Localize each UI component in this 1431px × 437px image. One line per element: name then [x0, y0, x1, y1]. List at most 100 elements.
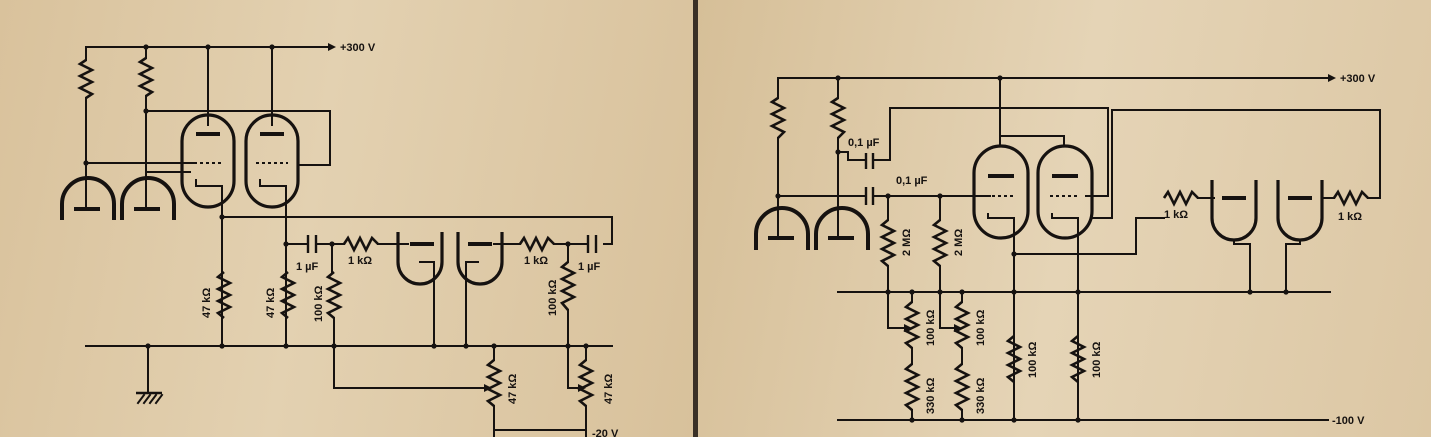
left-circuit: +300 V: [60, 42, 619, 437]
right-capacitor-2: [864, 187, 875, 205]
left-supply-arrow-icon: [328, 43, 336, 51]
left-wire: [221, 216, 613, 245]
right-anode-resistor-2: [829, 96, 847, 139]
left-junction: [219, 343, 225, 349]
left-wire: [333, 345, 485, 389]
left-potentiometer-2: [577, 359, 595, 407]
right-anode-resistor-1: [769, 96, 787, 139]
right-r1k-a-label: 1 kΩ: [1164, 209, 1188, 221]
right-junction: [909, 417, 915, 423]
right-bias-pot-1: [903, 301, 921, 349]
right-supply-label: +300 V: [1340, 73, 1376, 85]
left-junction: [219, 214, 225, 220]
right-wire: [1285, 239, 1301, 293]
right-series-resistor-2: [1332, 189, 1369, 207]
right-r330-b-label: 330 kΩ: [975, 377, 987, 414]
left-c1-label: 1 µF: [296, 261, 319, 273]
left-anode-resistor-2: [137, 56, 155, 98]
left-junction: [205, 44, 211, 50]
right-cathode-resistor-1: [1005, 335, 1023, 383]
left-c2-label: 1 µF: [578, 261, 601, 273]
right-junction: [1075, 417, 1081, 423]
left-capacitor-2: [586, 235, 598, 253]
left-cathode-resistor-1: [215, 271, 233, 319]
right-cathode-resistor-2: [1069, 335, 1087, 383]
right-r100-b-label: 100 kΩ: [1091, 341, 1103, 378]
left-junction: [283, 343, 289, 349]
left-p47-b-label: 47 kΩ: [603, 374, 615, 404]
right-junction: [1247, 289, 1253, 295]
right-p100-a-label: 100 kΩ: [925, 309, 937, 346]
left-anode-resistor-1: [77, 58, 95, 100]
left-junction: [463, 343, 469, 349]
right-c01-a-label: 0,1 µF: [848, 137, 880, 149]
right-wire: [1013, 217, 1165, 255]
left-r47-a-label: 47 kΩ: [201, 288, 213, 318]
page-fold: [693, 0, 698, 437]
left-wire: [419, 261, 435, 347]
left-wire: [567, 345, 579, 389]
left-junction: [431, 343, 437, 349]
right-triode-cathode: [987, 213, 1015, 219]
right-diode-tube-2: [814, 206, 870, 250]
left-triode-cathode: [195, 179, 221, 187]
right-circuit: +300 V 0,1 µF 0,1 µF: [754, 73, 1381, 427]
left-junction: [283, 241, 289, 247]
left-r47-b-label: 47 kΩ: [265, 288, 277, 318]
left-r1k-a-label: 1 kΩ: [348, 255, 372, 267]
left-r100-a-label: 100 kΩ: [313, 285, 325, 322]
right-junction: [1075, 289, 1081, 295]
right-wire: [1233, 239, 1251, 293]
right-r1k-b-label: 1 kΩ: [1338, 211, 1362, 223]
right-junction: [1011, 417, 1017, 423]
right-bias-pot-2: [953, 301, 971, 349]
right-wire: [939, 291, 955, 329]
right-diode-u-2: [1276, 180, 1324, 242]
left-wire: [465, 261, 479, 347]
right-junction: [959, 417, 965, 423]
right-wire: [887, 291, 905, 329]
left-potentiometer-1: [485, 359, 503, 407]
right-r330-a-label: 330 kΩ: [925, 377, 937, 414]
left-triode-1: [180, 113, 236, 209]
left-p47-a-label: 47 kΩ: [507, 374, 519, 404]
left-wire: [145, 110, 331, 166]
ground-icon: [136, 391, 164, 405]
right-bottom-supply-label: -100 V: [1332, 415, 1365, 427]
left-junction: [565, 241, 571, 247]
left-diode-tube-2: [120, 176, 176, 220]
right-diode-tube-1: [754, 206, 810, 250]
left-series-resistor-1: [342, 235, 379, 253]
right-junction: [1283, 289, 1289, 295]
left-cathode-resistor-2: [279, 271, 297, 319]
right-triode-cathode: [1051, 213, 1079, 219]
left-series-resistor-2: [518, 235, 555, 253]
right-bias-resistor-1: [903, 363, 921, 411]
left-triode-cathode: [259, 179, 285, 187]
right-diode-u-1: [1210, 180, 1258, 242]
right-triode-1: [972, 144, 1030, 240]
left-capacitor-1: [306, 235, 318, 253]
right-series-resistor-1: [1162, 189, 1199, 207]
left-diode-u-2: [456, 232, 504, 286]
right-bias-resistor-2: [953, 363, 971, 411]
right-junction: [1011, 289, 1017, 295]
right-wire: [1091, 109, 1381, 219]
right-capacitor-1: [864, 153, 875, 169]
right-r100-a-label: 100 kΩ: [1027, 341, 1039, 378]
left-diode-u-1: [396, 232, 444, 286]
right-supply-arrow-icon: [1328, 74, 1336, 82]
left-bottom-supply-label: -20 V: [592, 428, 619, 437]
right-wire: [999, 135, 1065, 147]
right-grid-resistor-2: [931, 219, 949, 267]
right-r2m-b-label: 2 MΩ: [953, 229, 965, 256]
left-r1k-b-label: 1 kΩ: [524, 255, 548, 267]
right-r2m-a-label: 2 MΩ: [901, 229, 913, 256]
left-junction: [329, 241, 335, 247]
left-junction: [143, 44, 149, 50]
right-wire: [837, 151, 849, 161]
left-grid-resistor-1: [325, 271, 343, 319]
left-diode-tube-1: [60, 176, 116, 220]
